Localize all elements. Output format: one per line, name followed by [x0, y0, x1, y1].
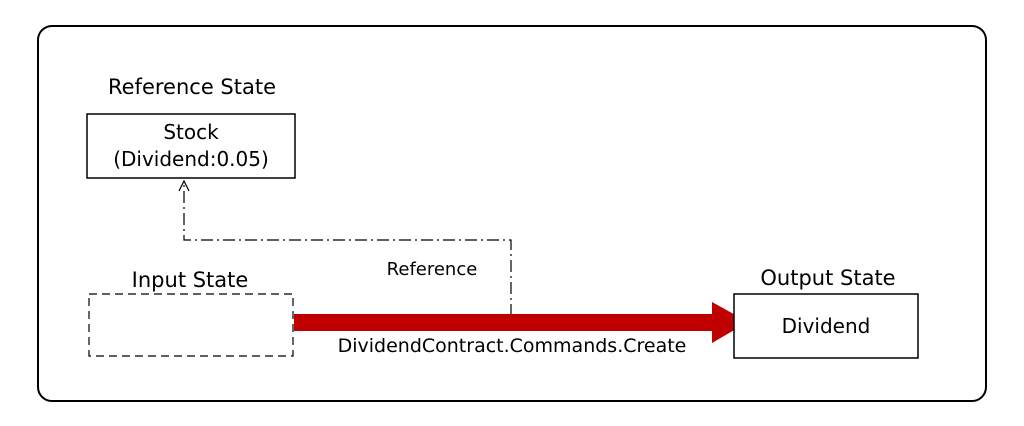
- command-arrowhead-icon: [712, 302, 748, 343]
- reference-state-box: [86, 113, 296, 179]
- input-state-box: [88, 293, 294, 357]
- output-state-label: Dividend: [782, 314, 871, 338]
- reference-state-title: Reference State: [108, 75, 276, 99]
- reference-link-line: [183, 184, 512, 316]
- diagram-frame: [37, 25, 987, 402]
- output-state-box: [733, 293, 919, 359]
- reference-state-name: Stock: [163, 120, 219, 144]
- command-label: DividendContract.Commands.Create: [338, 335, 687, 357]
- reference-arrowhead-icon: [178, 179, 190, 192]
- input-state-title: Input State: [132, 268, 249, 292]
- command-arrow-shaft: [294, 314, 714, 331]
- reference-state-detail: (Dividend:0.05): [113, 147, 269, 171]
- reference-link-label: Reference: [387, 259, 478, 280]
- output-state-title: Output State: [760, 266, 895, 290]
